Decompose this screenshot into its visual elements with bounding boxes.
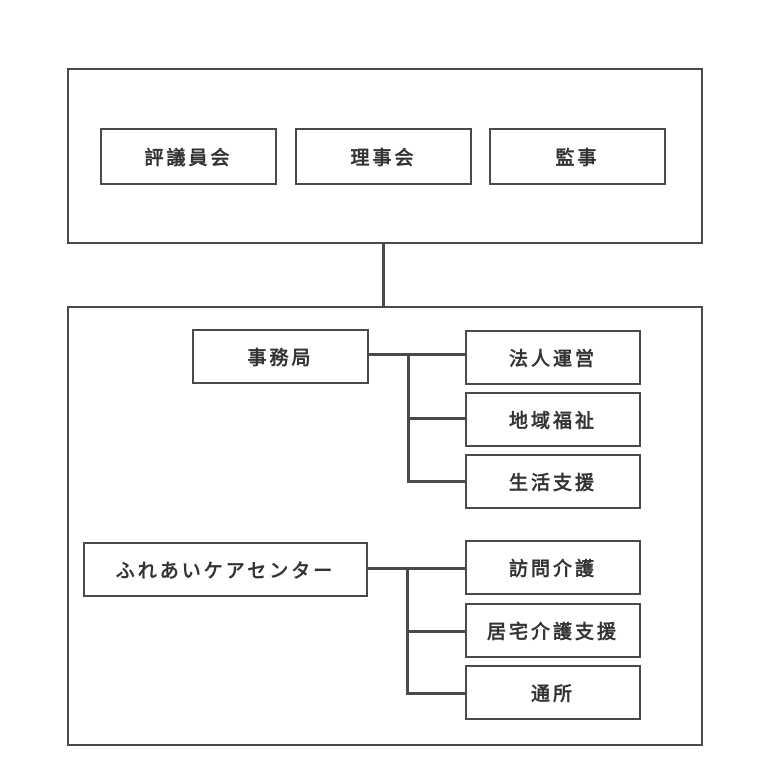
secretariat-branch-line: [407, 480, 466, 483]
day-service-box: 通所: [465, 665, 641, 720]
care-center-connector-line: [368, 567, 466, 570]
secretariat-box: 事務局: [192, 329, 369, 384]
care-center-branch-line: [406, 692, 466, 695]
council-box: 評議員会: [100, 128, 277, 185]
care-center-branch-line: [406, 630, 466, 633]
secretariat-branch-line: [407, 417, 466, 420]
home-care-box: 訪問介護: [465, 540, 641, 595]
board-box: 理事会: [295, 128, 472, 185]
care-support-box: 居宅介護支援: [465, 603, 641, 658]
corporate-management-box: 法人運営: [465, 330, 641, 385]
frame-connector-line: [382, 243, 385, 308]
auditor-box: 監事: [489, 128, 666, 185]
community-welfare-box: 地域福祉: [465, 392, 641, 447]
secretariat-connector-line: [369, 353, 466, 356]
life-support-box: 生活支援: [465, 454, 641, 509]
care-center-box: ふれあいケアセンター: [83, 542, 368, 597]
